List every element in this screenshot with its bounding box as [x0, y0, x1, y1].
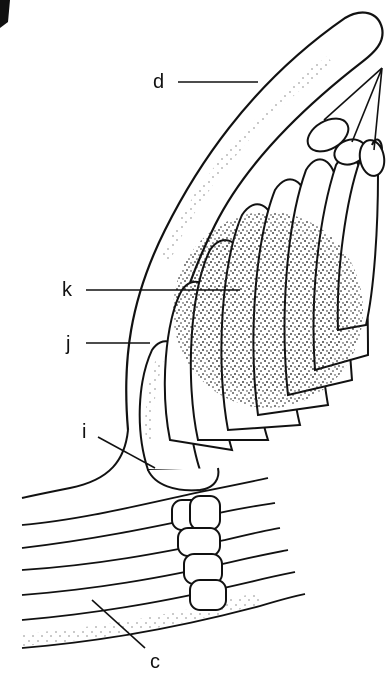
corner-mark	[0, 0, 10, 28]
label-k: k	[62, 279, 73, 301]
label-i: i	[82, 421, 86, 443]
label-j: j	[65, 333, 70, 355]
label-d: d	[153, 71, 164, 93]
stem-joints	[172, 496, 226, 610]
label-c: c	[150, 651, 160, 673]
leader-arrow-1	[324, 68, 382, 120]
leader-arrow-2	[352, 68, 382, 142]
leader-arrow-3	[374, 68, 382, 150]
receptacle	[148, 468, 218, 490]
sporangia-core	[188, 228, 348, 392]
